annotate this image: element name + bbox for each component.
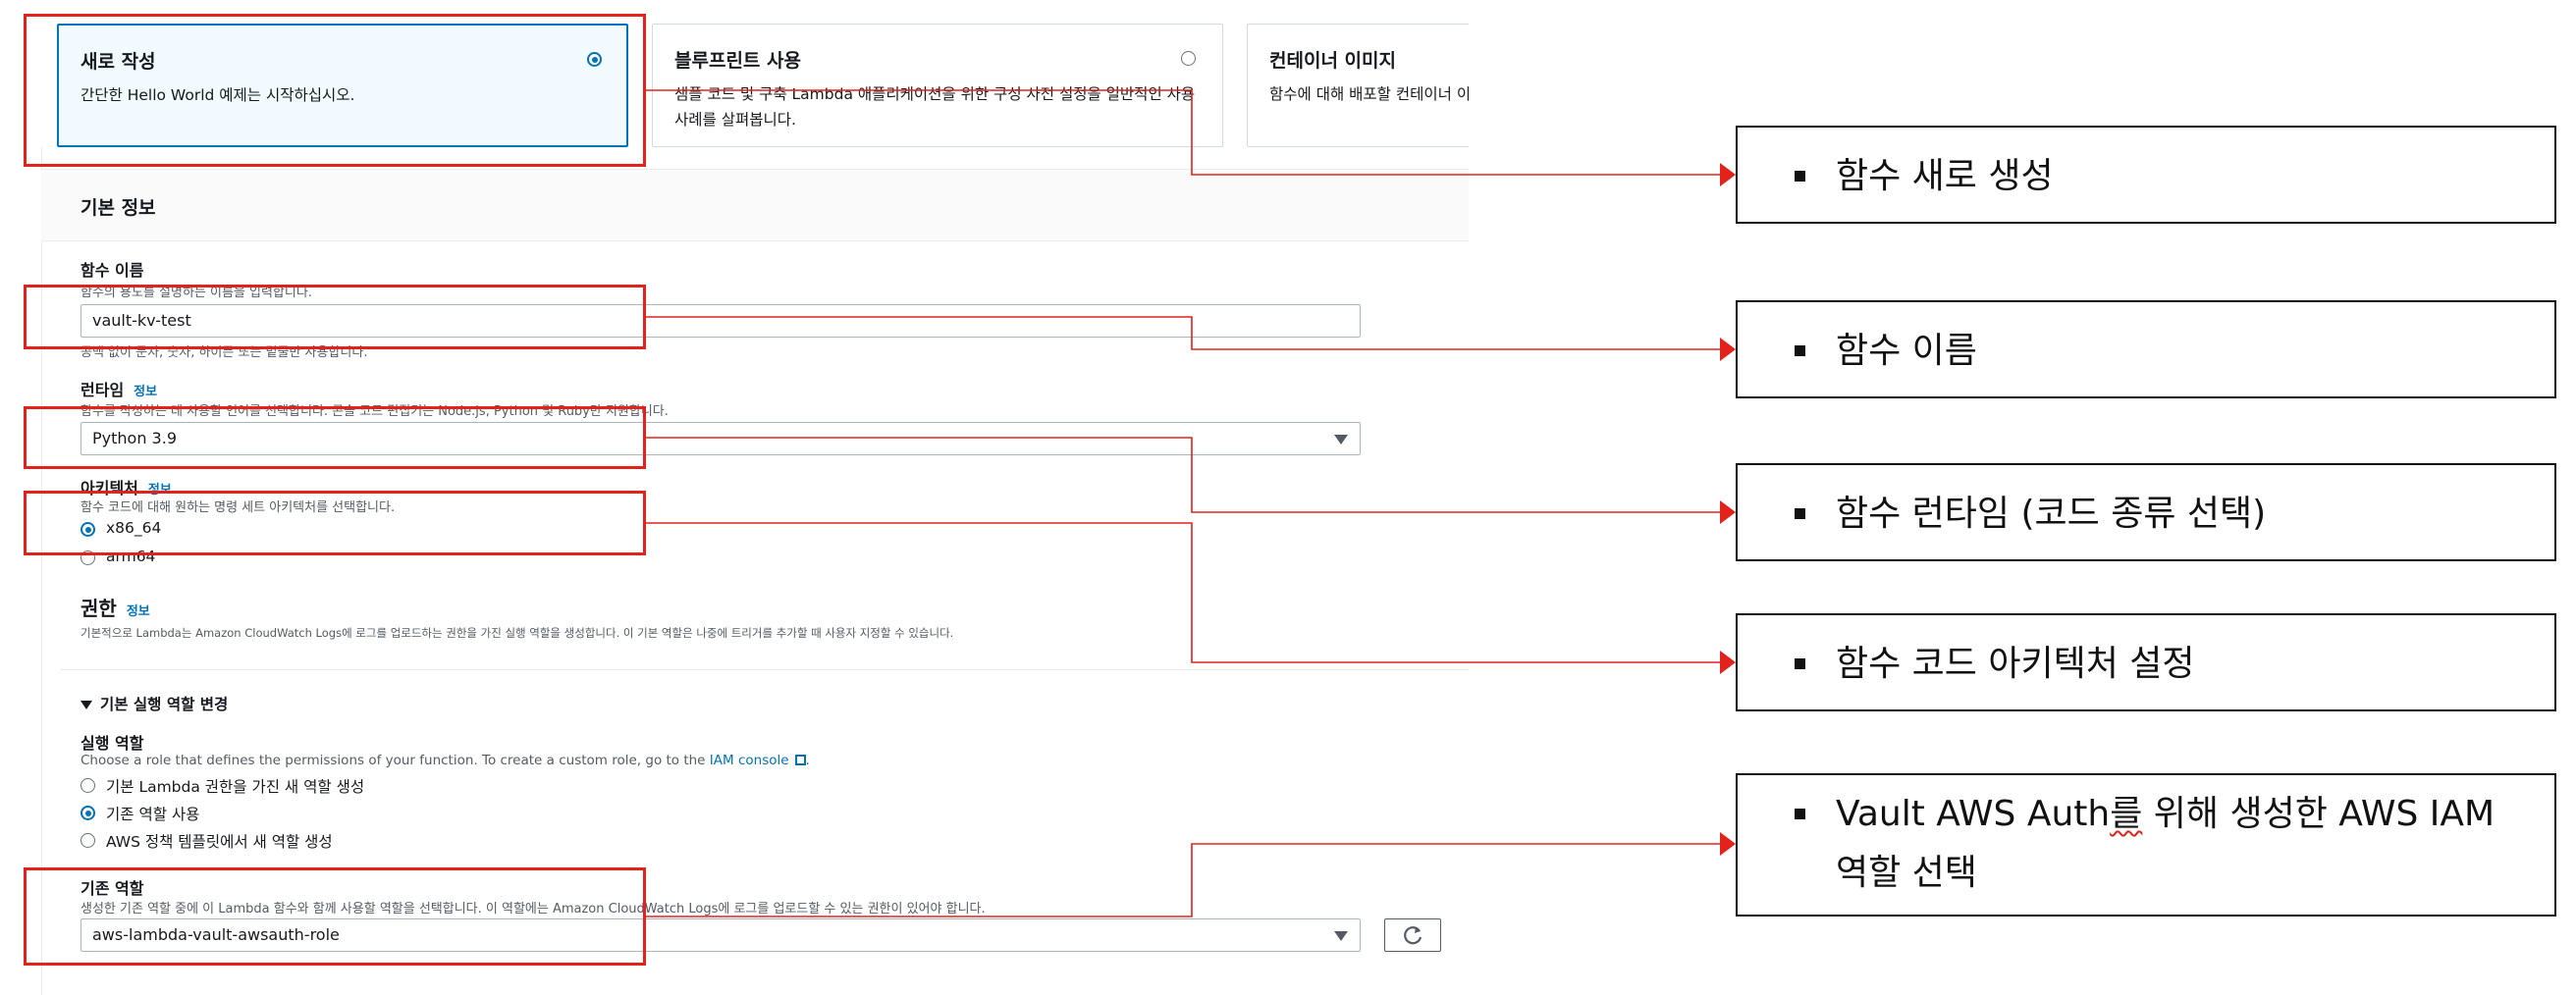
architecture-hint: 함수 코드에 대해 원하는 명령 세트 아키텍처를 선택합니다. xyxy=(80,500,396,515)
callout-iam-role: Vault AWS Auth를 위해 생성한 AWS IAM 역할 선택 xyxy=(1736,773,2556,916)
radio-icon[interactable] xyxy=(587,52,602,67)
runtime-select[interactable]: Python 3.9 xyxy=(80,422,1361,455)
permissions-title: 권한 정보 xyxy=(80,593,150,621)
function-name-label: 함수 이름 xyxy=(80,261,144,280)
divider xyxy=(61,669,1469,670)
callout-function-name: 함수 이름 xyxy=(1736,300,2556,398)
exec-role-hint-suffix: . xyxy=(805,753,810,768)
callout-text: 함수 새로 생성 xyxy=(1836,156,2054,196)
square-bullet-icon xyxy=(1795,658,1805,669)
runtime-value: Python 3.9 xyxy=(92,429,177,447)
callout-runtime: 함수 런타임 (코드 종류 선택) xyxy=(1736,463,2556,561)
callout-text-part: 위해 생성한 AWS IAM xyxy=(2142,794,2496,834)
exec-role-option-existing[interactable]: 기존 역할 사용 xyxy=(106,806,200,823)
role-toggle-label: 기본 실행 역할 변경 xyxy=(100,696,229,713)
square-bullet-icon xyxy=(1795,508,1805,519)
callout-text-part: Vault AWS Auth xyxy=(1836,794,2111,834)
card-description: 함수에 대해 배포할 컨테이너 이 xyxy=(1269,85,1469,103)
square-bullet-icon xyxy=(1795,809,1805,819)
role-toggle[interactable]: 기본 실행 역할 변경 xyxy=(80,693,228,714)
exec-role-hint: Choose a role that defines the permissio… xyxy=(80,753,810,768)
callout-text: 함수 이름 xyxy=(1836,331,1977,371)
radio-icon[interactable] xyxy=(80,778,95,793)
exec-role-label: 실행 역할 xyxy=(80,734,144,753)
callout-text: 함수 런타임 (코드 종류 선택) xyxy=(1836,494,2267,534)
refresh-icon xyxy=(1404,926,1422,945)
highlight-box xyxy=(24,285,646,349)
architecture-option-arm[interactable]: arm64 xyxy=(106,548,156,565)
permissions-info-link[interactable]: 정보 xyxy=(126,604,150,619)
exec-role-option-template[interactable]: AWS 정책 템플릿에서 새 역할 생성 xyxy=(106,833,333,851)
card-description: 간단한 Hello World 예제는 시작하십시오. xyxy=(80,86,355,104)
caret-down-icon xyxy=(1334,931,1348,941)
highlight-box xyxy=(24,14,646,167)
existing-role-label: 기존 역할 xyxy=(80,879,144,898)
external-link-icon[interactable] xyxy=(794,755,806,765)
refresh-button[interactable] xyxy=(1384,918,1441,952)
iam-console-link[interactable]: IAM console xyxy=(709,753,789,768)
square-bullet-icon xyxy=(1795,171,1805,182)
exec-role-hint-text: Choose a role that defines the permissio… xyxy=(80,753,710,768)
card-title: 새로 작성 xyxy=(80,51,156,73)
highlight-box xyxy=(24,406,646,469)
permissions-desc: 기본적으로 Lambda는 Amazon CloudWatch Logs에 로그… xyxy=(80,626,954,640)
author-from-scratch-card[interactable]: 새로 작성 간단한 Hello World 예제는 시작하십시오. xyxy=(57,24,628,147)
basic-info-header: 기본 정보 xyxy=(41,169,1469,241)
runtime-label: 런타임 정보 xyxy=(80,377,157,400)
existing-role-hint: 생성한 기존 역할 중에 이 Lambda 함수와 함께 사용할 역할을 선택합… xyxy=(80,902,986,916)
radio-icon[interactable] xyxy=(1181,51,1196,66)
highlight-box xyxy=(24,867,646,966)
existing-role-select[interactable]: aws-lambda-vault-awsauth-role xyxy=(80,918,1361,952)
caret-down-icon xyxy=(80,701,92,709)
function-name-input[interactable]: vault-kv-test xyxy=(80,304,1361,338)
radio-icon[interactable] xyxy=(80,806,95,820)
function-name-hint: 함수의 용도를 설명하는 이름을 입력합니다. xyxy=(80,286,312,300)
runtime-label-text: 런타임 xyxy=(80,381,125,399)
callout-text-line2: 역할 선택 xyxy=(1836,853,1977,893)
callout-text-underlined: 를 xyxy=(2110,794,2143,834)
callout-text: 함수 코드 아키텍처 설정 xyxy=(1836,644,2195,684)
section-title: 기본 정보 xyxy=(80,197,156,219)
permissions-title-text: 권한 xyxy=(80,597,117,620)
architecture-info-link[interactable]: 정보 xyxy=(147,483,172,498)
radio-icon[interactable] xyxy=(80,522,95,537)
container-image-card[interactable]: 컨테이너 이미지 함수에 대해 배포할 컨테이너 이 xyxy=(1247,24,1469,147)
radio-icon[interactable] xyxy=(80,833,95,848)
card-title: 컨테이너 이미지 xyxy=(1269,50,1396,72)
square-bullet-icon xyxy=(1795,345,1805,356)
existing-role-value: aws-lambda-vault-awsauth-role xyxy=(92,925,340,944)
panel-border xyxy=(41,147,42,995)
use-blueprint-card[interactable]: 블루프린트 사용 샘플 코드 및 구축 Lambda 애플리케이션을 위한 구성… xyxy=(652,24,1223,147)
runtime-info-link[interactable]: 정보 xyxy=(134,385,158,399)
card-title: 블루프린트 사용 xyxy=(674,50,801,72)
callout-architecture: 함수 코드 아키텍처 설정 xyxy=(1736,613,2556,711)
highlight-box xyxy=(24,491,646,555)
exec-role-option-new[interactable]: 기본 Lambda 권한을 가진 새 역할 생성 xyxy=(106,778,365,796)
architecture-option-x86[interactable]: x86_64 xyxy=(106,519,162,537)
callout-text: Vault AWS Auth를 위해 생성한 AWS IAM 역할 선택 xyxy=(1836,785,2495,903)
callout-create-function: 함수 새로 생성 xyxy=(1736,126,2556,224)
caret-down-icon xyxy=(1334,435,1348,445)
